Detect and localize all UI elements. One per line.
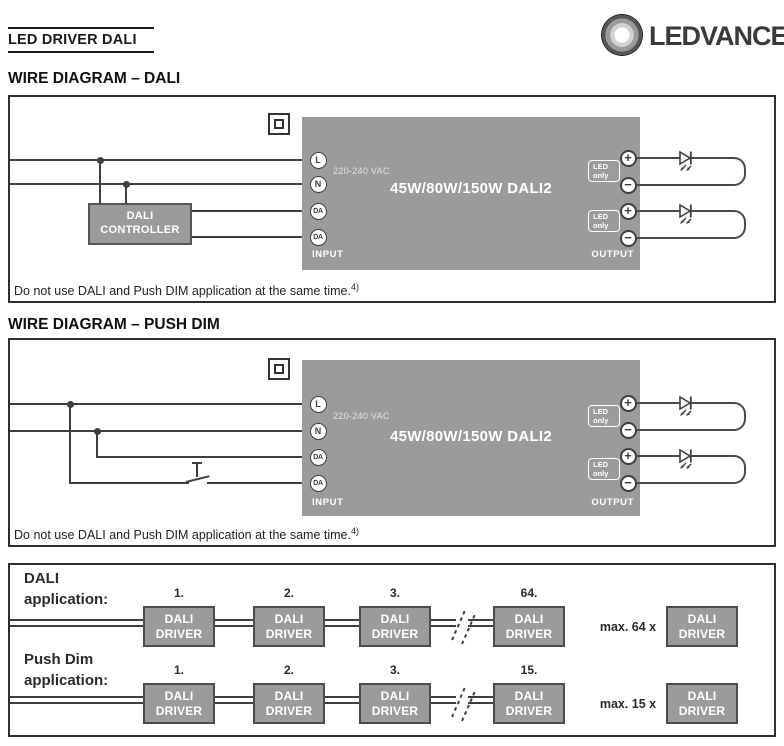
wire-da2-left xyxy=(69,482,189,484)
chain-number: 3. xyxy=(389,663,400,677)
wire-l xyxy=(10,159,310,161)
chain-number: 15. xyxy=(520,663,538,677)
wire-l-tap xyxy=(99,159,101,205)
terminal-da: DA xyxy=(309,474,327,492)
wire-da1 xyxy=(96,456,310,458)
terminal-minus: − xyxy=(619,229,637,247)
terminal-n: N xyxy=(309,175,327,193)
input-label: INPUT xyxy=(312,249,344,260)
wire-l xyxy=(10,403,310,405)
chain-number: 2. xyxy=(283,586,294,600)
bus-wire xyxy=(10,696,456,698)
led-icon xyxy=(679,448,692,469)
push-button-actuator xyxy=(196,464,198,477)
driver-box-dali xyxy=(302,117,640,270)
terminal-da: DA xyxy=(309,448,327,466)
push-dim-note: Do not use DALI and Push DIM application… xyxy=(14,526,359,543)
max-count-label: max. 64 x xyxy=(599,620,657,634)
led-icon xyxy=(679,150,692,171)
junction-dot xyxy=(123,180,130,188)
bus-wire xyxy=(468,619,493,621)
voltage-label: 220-240 VAC xyxy=(333,166,390,176)
led-icon xyxy=(679,395,692,416)
terminal-minus: − xyxy=(619,474,637,492)
terminal-plus: + xyxy=(619,394,637,412)
chain-number: 3. xyxy=(389,586,400,600)
max-count-label: max. 15 x xyxy=(599,697,657,711)
bus-wire xyxy=(468,625,493,627)
line-break-icon xyxy=(451,607,477,645)
page-title: LED DRIVER DALI xyxy=(8,32,137,48)
chain-number: 2. xyxy=(283,663,294,677)
terminal-minus: − xyxy=(619,421,637,439)
chain-number: 1. xyxy=(173,663,184,677)
wire-da2-right xyxy=(207,482,310,484)
driver-model-label: 45W/80W/150W DALI2 xyxy=(389,428,553,445)
output-label: OUTPUT xyxy=(591,497,634,508)
section-heading-push-dim: WIRE DIAGRAM – PUSH DIM xyxy=(8,316,220,333)
controller-label-line1: DALI xyxy=(126,210,154,223)
terminal-da: DA xyxy=(309,202,327,220)
ledvance-logo-icon xyxy=(601,14,643,56)
class-2-insulation-icon xyxy=(268,358,290,380)
junction-dot xyxy=(97,156,104,164)
section-heading-dali: WIRE DIAGRAM – DALI xyxy=(8,70,181,87)
chain-number: 1. xyxy=(173,586,184,600)
wire-n-tap xyxy=(125,183,127,205)
dali-controller-box: DALI CONTROLLER xyxy=(88,203,192,245)
dali-application-label-line1: DALI xyxy=(24,570,59,587)
terminal-l: L xyxy=(309,151,327,169)
driver-box-push-dim xyxy=(302,360,640,516)
output-label: OUTPUT xyxy=(591,249,634,260)
driver-model-label: 45W/80W/150W DALI2 xyxy=(389,180,553,197)
terminal-l: L xyxy=(309,395,327,413)
voltage-label: 220-240 VAC xyxy=(333,411,390,421)
wire-l-tap xyxy=(69,403,71,484)
wire-n-tap xyxy=(96,430,98,458)
dali-application-label-line2: application: xyxy=(24,591,109,608)
controller-label-line2: CONTROLLER xyxy=(100,224,180,236)
terminal-da: DA xyxy=(309,228,327,246)
title-rule-top xyxy=(8,27,154,29)
title-rule-bottom xyxy=(8,51,154,53)
terminal-n: N xyxy=(309,422,327,440)
push-dim-application-label-line1: Push Dim xyxy=(24,651,94,668)
chain-number: 64. xyxy=(520,586,538,600)
bus-wire xyxy=(468,702,493,704)
input-label: INPUT xyxy=(312,497,344,508)
push-dim-application-label-line2: application: xyxy=(24,672,109,689)
push-button-icon xyxy=(192,462,202,464)
terminal-plus: + xyxy=(619,149,637,167)
wire-da2 xyxy=(190,236,310,238)
class-2-insulation-icon xyxy=(268,113,290,135)
brand-name: LEDVANCE xyxy=(649,21,784,51)
terminal-plus: + xyxy=(619,202,637,220)
wire-n xyxy=(10,183,310,185)
bus-wire xyxy=(10,625,456,627)
bus-wire xyxy=(10,619,456,621)
bus-wire xyxy=(10,702,456,704)
wire-n xyxy=(10,430,310,432)
terminal-plus: + xyxy=(619,447,637,465)
wire-da1 xyxy=(190,210,310,212)
bus-wire xyxy=(468,696,493,698)
terminal-minus: − xyxy=(619,176,637,194)
line-break-icon xyxy=(451,684,477,722)
dali-note: Do not use DALI and Push DIM application… xyxy=(14,282,359,299)
led-icon xyxy=(679,203,692,224)
